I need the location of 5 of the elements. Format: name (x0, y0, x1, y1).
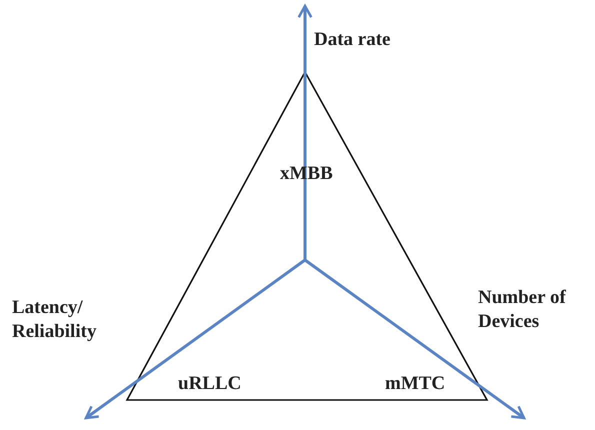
axis-label: Data rate (314, 28, 390, 52)
region-label: mMTC (385, 372, 446, 396)
axis-label: Number of Devices (478, 286, 567, 334)
axis-label: Latency/ Reliability (12, 296, 98, 344)
region-label: uRLLC (178, 372, 242, 396)
